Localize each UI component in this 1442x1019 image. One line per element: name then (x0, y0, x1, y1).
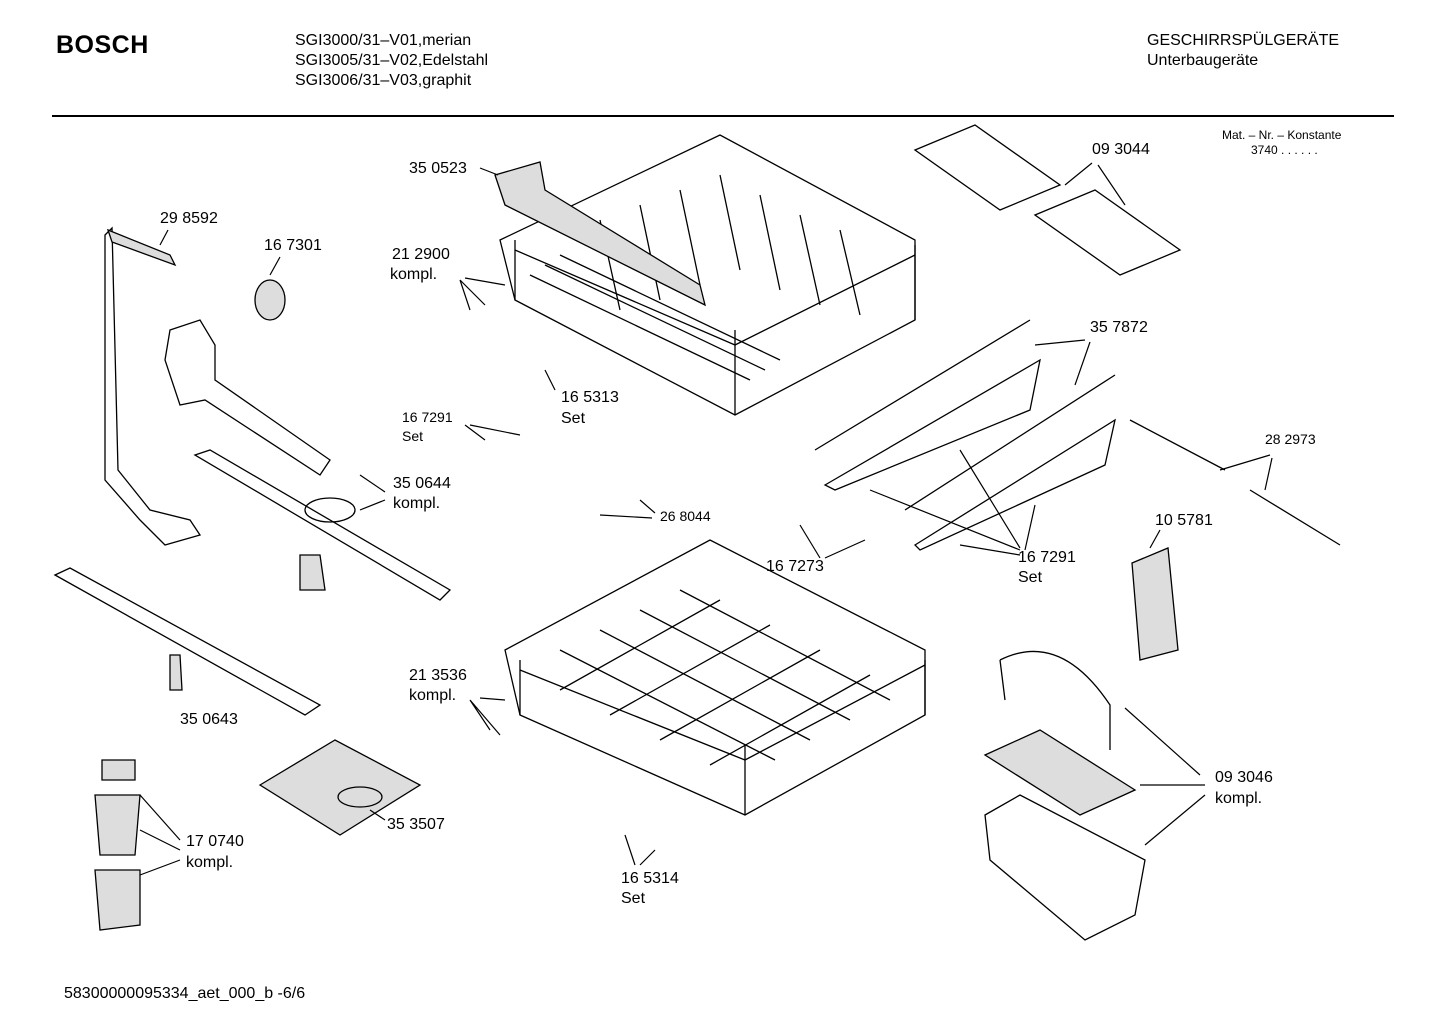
part-label-167291-upper-sub: Set (402, 428, 424, 444)
leader-lines (139, 162, 1273, 876)
part-label-350643: 35 0643 (180, 711, 238, 728)
part-label-353507: 35 3507 (387, 816, 445, 833)
part-label-212900: 21 2900 (392, 246, 450, 263)
part-label-213536-sub: kompl. (409, 687, 457, 704)
part-label-212900-sub: kompl. (390, 266, 438, 283)
part-label-350523: 35 0523 (409, 160, 467, 177)
part-label-350644-sub: kompl. (393, 495, 441, 512)
part-label-167301: 16 7301 (264, 237, 322, 254)
brand-logo: BOSCH (56, 31, 149, 59)
part-label-167291-lower: 16 7291 (1018, 549, 1076, 566)
part-label-167291-upper: 16 7291 (402, 409, 453, 425)
accessory-parts-drawing (814, 124, 1341, 941)
spray-system-drawing (53, 226, 452, 931)
mat-label: Mat. – Nr. – Konstante (1222, 128, 1342, 142)
part-label-093044: 09 3044 (1092, 141, 1150, 158)
part-label-357872: 35 7872 (1090, 319, 1148, 336)
part-label-165314: 16 5314 (621, 870, 679, 887)
part-label-350644: 35 0644 (393, 475, 451, 492)
category-title: GESCHIRRSPÜLGERÄTE (1147, 32, 1340, 49)
model-line-1: SGI3000/31–V01,merian (295, 32, 472, 49)
part-label-213536: 21 3536 (409, 667, 467, 684)
part-label-167273: 16 7273 (766, 558, 824, 575)
part-label-268044: 26 8044 (660, 508, 711, 524)
part-label-165313: 16 5313 (561, 389, 619, 406)
part-label-170740-sub: kompl. (186, 854, 234, 871)
part-label-093046-sub: kompl. (1215, 790, 1263, 807)
part-label-282973: 28 2973 (1265, 431, 1316, 447)
header-rule (52, 115, 1394, 117)
part-label-298592: 29 8592 (160, 210, 218, 227)
document-id: 58300000095334_aet_000_b -6/6 (64, 985, 306, 1002)
upper-basket-drawing (494, 134, 916, 416)
part-label-170740: 17 0740 (186, 833, 244, 850)
category-subtitle: Unterbaugeräte (1147, 52, 1259, 69)
mat-value: 3740 . . . . . . (1251, 143, 1318, 157)
part-label-093046: 09 3046 (1215, 769, 1273, 786)
part-label-165314-sub: Set (621, 890, 646, 907)
part-label-105781: 10 5781 (1155, 512, 1213, 529)
part-label-167291-lower-sub: Set (1018, 569, 1043, 586)
model-line-2: SGI3005/31–V02,Edelstahl (295, 52, 489, 69)
part-label-165313-sub: Set (561, 410, 586, 427)
model-line-3: SGI3006/31–V03,graphit (295, 72, 472, 89)
lower-basket-drawing (504, 539, 926, 816)
